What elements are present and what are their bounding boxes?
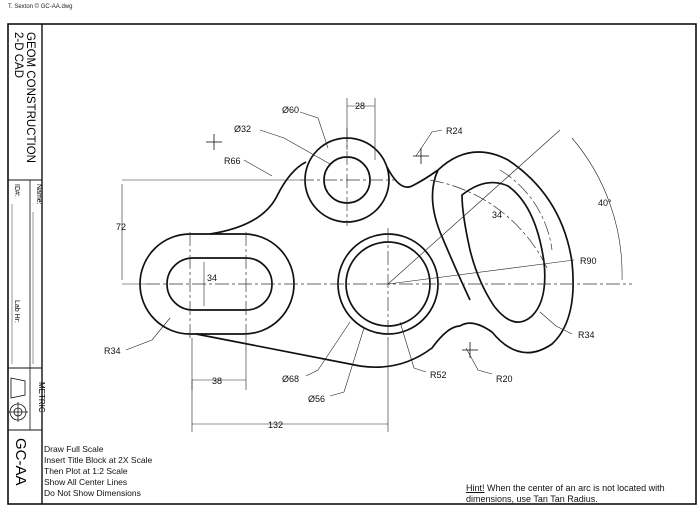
hint-text: When the center of an arc is not located…: [466, 483, 665, 504]
dim-r34-right: R34: [578, 330, 595, 340]
dim-38: 38: [212, 376, 222, 386]
name-label: Name:: [35, 184, 42, 205]
dim-arc-34: 34: [492, 210, 502, 220]
dim-r52: R52: [430, 370, 447, 380]
title-line2: 2-D CAD: [12, 32, 24, 78]
sheet-id: GC-AA: [12, 438, 29, 486]
dimension-text: Ø60 Ø32 28 R24 R66 72 34 R34 38 Ø68 Ø56 …: [104, 101, 612, 430]
units-label: METRIC: [37, 382, 46, 413]
drawing-notes: Draw Full Scale Insert Title Block at 2X…: [44, 444, 152, 499]
note-line: Do Not Show Dimensions: [44, 488, 141, 498]
dim-r24: R24: [446, 126, 463, 136]
file-tag: T. Sexton © GC-AA.dwg: [8, 4, 73, 10]
lab-label: Lab Hr:: [13, 300, 20, 323]
projection-symbol-icon: [8, 377, 28, 422]
sheet-border: [7, 23, 697, 505]
dim-r66: R66: [224, 156, 241, 166]
dimension-lines: [121, 98, 623, 432]
center-marks: [206, 134, 478, 358]
hint-note: Hint! When the center of an arc is not l…: [466, 483, 696, 505]
dim-132: 132: [268, 420, 283, 430]
dim-d32: Ø32: [234, 124, 251, 134]
dim-d68: Ø68: [282, 374, 299, 384]
note-line: Insert Title Block at 2X Scale: [44, 455, 153, 465]
note-line: Then Plot at 1:2 Scale: [44, 466, 128, 476]
title-line1: GEOM CONSTRUCTION: [24, 32, 36, 163]
dim-72: 72: [116, 222, 126, 232]
dim-40deg: 40°: [598, 198, 612, 208]
hint-prefix: Hint!: [466, 483, 485, 493]
dim-r90: R90: [580, 256, 597, 266]
note-line: Show All Center Lines: [44, 477, 128, 487]
dim-d60: Ø60: [282, 105, 299, 115]
dim-slot-34: 34: [207, 273, 217, 283]
id-label: ID#:: [13, 184, 20, 197]
dim-r20: R20: [496, 374, 513, 384]
part-outline: [139, 137, 574, 369]
note-line: Draw Full Scale: [44, 444, 104, 454]
dim-r34-left: R34: [104, 346, 121, 356]
dim-d56: Ø56: [308, 394, 325, 404]
dim-28: 28: [355, 101, 365, 111]
